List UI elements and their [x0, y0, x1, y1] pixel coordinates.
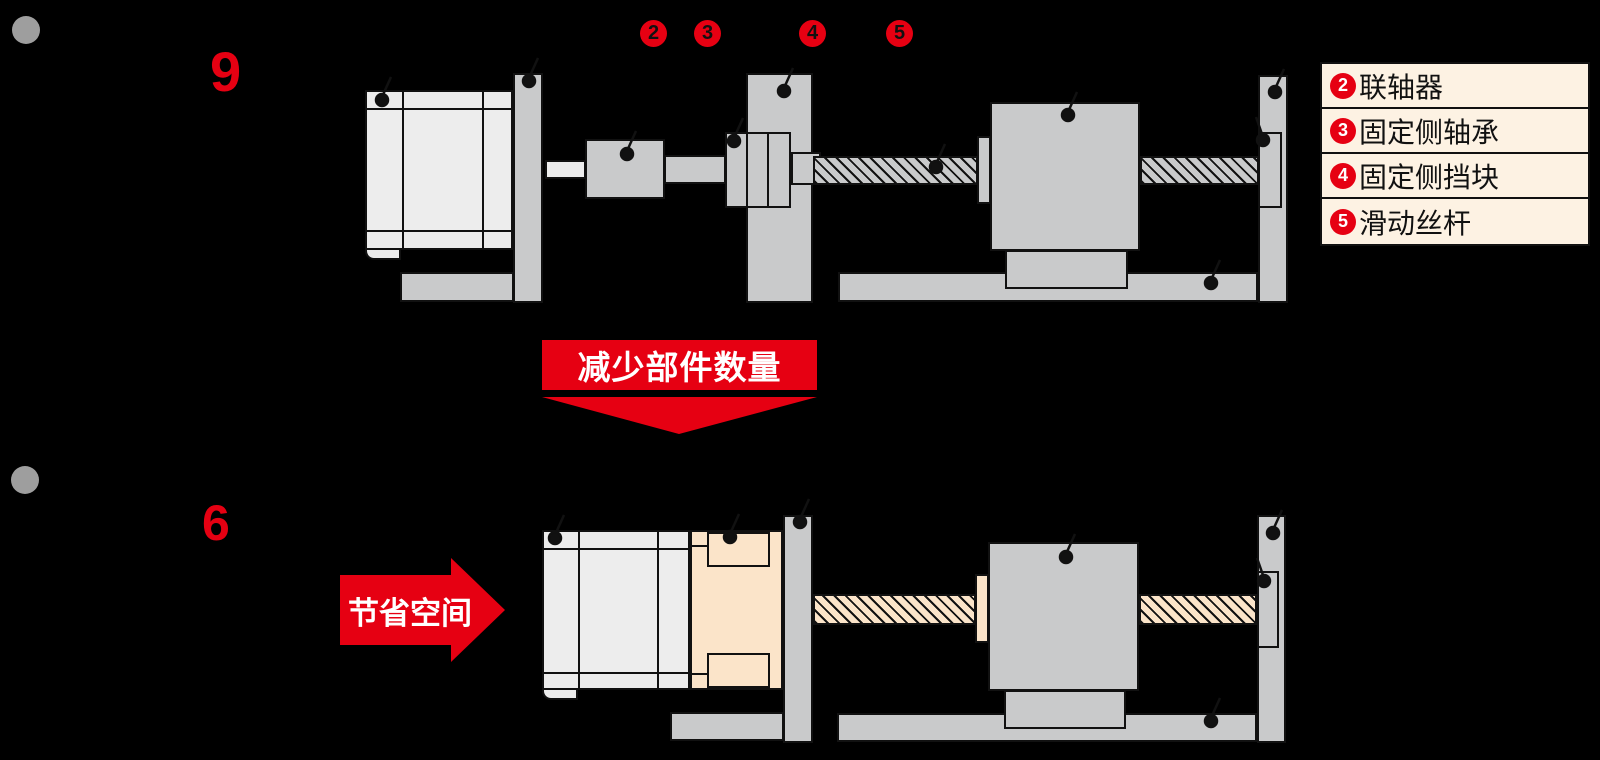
marker-5: 5	[886, 20, 913, 47]
motor-line	[367, 230, 511, 232]
lead-screw-left	[813, 156, 978, 185]
housing-pocket-top	[707, 532, 770, 567]
legend-label: 固定侧轴承	[1359, 116, 1500, 148]
fixed-side-bearing	[725, 132, 791, 208]
housing-pocket-bottom	[707, 653, 770, 688]
save-space-arrow	[340, 575, 452, 645]
slider-block	[988, 542, 1139, 691]
reduce-parts-banner: 减少部件数量	[542, 340, 817, 390]
right-arrow-icon	[451, 558, 505, 662]
legend-box: 2 联轴器 3 固定侧轴承 4 固定侧挡块 5 滑动丝杆	[1320, 62, 1590, 246]
motor-line	[367, 108, 511, 110]
motor-base	[670, 712, 784, 741]
part-count-top: 9	[210, 40, 242, 103]
motor-body	[542, 530, 690, 690]
part-count-bottom: 6	[202, 495, 230, 551]
motor-line	[544, 548, 688, 550]
motor-line	[482, 92, 484, 248]
legend-num-2: 2	[1330, 72, 1356, 99]
legend-num-5: 5	[1330, 208, 1356, 235]
support-bearing	[1257, 571, 1279, 648]
legend-row: 3 固定侧轴承	[1322, 109, 1588, 154]
housing-bracket	[783, 515, 813, 743]
motor-base	[400, 272, 514, 302]
legend-row: 2 联轴器	[1322, 64, 1588, 109]
lead-screw-left	[813, 594, 976, 625]
slider-foot	[1005, 250, 1128, 289]
marker-2: 2	[640, 20, 667, 47]
motor-line	[578, 532, 580, 688]
housing-step-line	[692, 673, 707, 675]
motor-bracket	[513, 73, 543, 303]
bullet-circle-bottom	[11, 466, 39, 494]
marker-4: 4	[799, 20, 826, 47]
motor-line	[402, 92, 404, 248]
slider-foot	[1004, 690, 1126, 729]
integrated-housing	[690, 530, 783, 690]
lead-screw-right	[1140, 156, 1259, 185]
motor-line	[657, 532, 659, 688]
legend-num-4: 4	[1330, 162, 1356, 189]
bullet-circle-top	[12, 16, 40, 44]
legend-label: 固定侧挡块	[1359, 161, 1500, 193]
marker-3: 3	[694, 20, 721, 47]
motor-end-tab	[365, 248, 401, 260]
motor-body	[365, 90, 513, 250]
down-arrow-icon	[542, 397, 817, 434]
save-space-label: 节省空间	[348, 595, 472, 631]
motor-shaft	[545, 160, 586, 179]
end-plate	[1258, 75, 1288, 303]
support-bearing	[1258, 132, 1282, 208]
housing-step-line	[692, 545, 707, 547]
legend-row: 4 固定侧挡块	[1322, 154, 1588, 199]
lead-screw-right	[1139, 594, 1257, 625]
legend-num-3: 3	[1330, 117, 1356, 144]
nut-flange	[977, 136, 991, 204]
legend-row: 5 滑动丝杆	[1322, 199, 1588, 244]
legend-label: 联轴器	[1359, 71, 1444, 103]
motor-end-tab	[542, 688, 578, 700]
legend-label: 滑动丝杆	[1359, 207, 1472, 239]
bearing-line	[767, 134, 769, 206]
nut-flange	[975, 574, 989, 643]
slider-block	[990, 102, 1140, 251]
bearing-line	[746, 134, 748, 206]
coupling	[585, 139, 665, 199]
motor-line	[544, 672, 688, 674]
screw-shaft-end	[664, 155, 726, 184]
